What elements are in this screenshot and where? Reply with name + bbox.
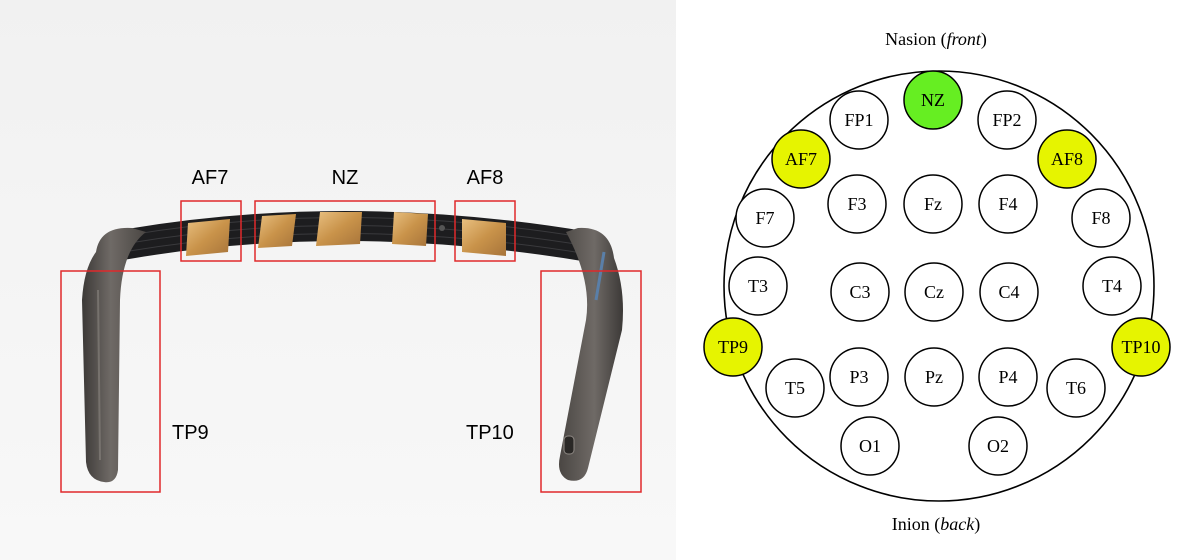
af8-region-box <box>454 200 516 262</box>
electrode-f3: F3 <box>827 174 887 234</box>
electrode-nz: NZ <box>903 70 963 130</box>
electrode-p3-circle <box>829 347 889 407</box>
electrode-f4: F4 <box>978 174 1038 234</box>
electrode-tp10-label: TP10 <box>1121 337 1160 357</box>
electrode-t6: T6 <box>1046 358 1106 418</box>
electrode-cz-label: Cz <box>924 282 944 302</box>
electrode-pz: Pz <box>904 347 964 407</box>
electrode-o2-circle <box>968 416 1028 476</box>
electrode-nz-circle <box>903 70 963 130</box>
electrode-af7: AF7 <box>771 129 831 189</box>
electrode-c4: C4 <box>979 262 1039 322</box>
electrode-f3-label: F3 <box>847 194 866 214</box>
electrode-pz-circle <box>904 347 964 407</box>
electrode-o2-label: O2 <box>987 436 1009 456</box>
electrode-p4-label: P4 <box>998 367 1017 387</box>
electrode-tp9-circle <box>703 317 763 377</box>
electrode-fp2-circle <box>977 90 1037 150</box>
electrode-o1-label: O1 <box>859 436 881 456</box>
electrode-c4-circle <box>979 262 1039 322</box>
electrode-p4-circle <box>978 347 1038 407</box>
electrode-tp10: TP10 <box>1111 317 1171 377</box>
electrode-o1: O1 <box>840 416 900 476</box>
electrode-f8: F8 <box>1071 188 1131 248</box>
af8-region-label: AF8 <box>467 167 504 189</box>
electrode-fp1: FP1 <box>829 90 889 150</box>
tp9-region-box <box>60 270 161 493</box>
electrode-fp1-label: FP1 <box>844 110 873 130</box>
usb-port-icon <box>563 435 575 455</box>
af7-region-label: AF7 <box>192 167 229 189</box>
electrode-o2: O2 <box>968 416 1028 476</box>
electrode-t6-label: T6 <box>1066 378 1086 398</box>
electrode-o1-circle <box>840 416 900 476</box>
electrode-fz-label: Fz <box>924 194 942 214</box>
electrode-f8-circle <box>1071 188 1131 248</box>
electrode-af8: AF8 <box>1037 129 1097 189</box>
band-sensor-dot <box>439 225 445 231</box>
electrode-c4-label: C4 <box>998 282 1019 302</box>
electrode-t3-label: T3 <box>748 276 768 296</box>
nz-electrode-pad <box>316 212 362 246</box>
af7-region-box <box>180 200 242 262</box>
electrode-af8-label: AF8 <box>1051 149 1083 169</box>
electrode-t4-label: T4 <box>1102 276 1122 296</box>
electrode-f4-circle <box>978 174 1038 234</box>
electrode-p4: P4 <box>978 347 1038 407</box>
af8-electrode-pad <box>462 219 506 256</box>
electrode-p3-label: P3 <box>849 367 868 387</box>
electrode-fz: Fz <box>903 174 963 234</box>
electrode-f8-label: F8 <box>1091 208 1110 228</box>
electrode-fp1-circle <box>829 90 889 150</box>
electrode-p3: P3 <box>829 347 889 407</box>
electrode-af7-circle <box>771 129 831 189</box>
tp10-region-box <box>540 270 642 493</box>
electrode-t4-circle <box>1082 256 1142 316</box>
nz-region-label: NZ <box>332 167 359 189</box>
inion-back-label: Inion (back) <box>892 514 980 535</box>
electrode-t3-circle <box>728 256 788 316</box>
electrode-f7-label: F7 <box>755 208 774 228</box>
electrode-tp9-label: TP9 <box>718 337 748 357</box>
right-arm-status-light <box>594 251 606 301</box>
electrode-t6-circle <box>1046 358 1106 418</box>
electrode-c3-label: C3 <box>849 282 870 302</box>
electrode-cz: Cz <box>904 262 964 322</box>
af7-electrode-pad <box>186 219 230 256</box>
nz-electrode-pad <box>392 212 428 246</box>
electrode-af8-circle <box>1037 129 1097 189</box>
electrode-f7: F7 <box>735 188 795 248</box>
nasion-front-label: Nasion (front) <box>885 29 987 50</box>
electrode-tp9: TP9 <box>703 317 763 377</box>
electrode-pz-label: Pz <box>925 367 943 387</box>
electrode-fp2: FP2 <box>977 90 1037 150</box>
electrode-c3-circle <box>830 262 890 322</box>
electrode-f4-label: F4 <box>998 194 1017 214</box>
electrode-f7-circle <box>735 188 795 248</box>
electrode-cz-circle <box>904 262 964 322</box>
right-ear-arm <box>559 227 623 481</box>
electrode-t5: T5 <box>765 358 825 418</box>
electrode-c3: C3 <box>830 262 890 322</box>
electrode-t5-circle <box>765 358 825 418</box>
electrode-t5-label: T5 <box>785 378 805 398</box>
electrode-t4: T4 <box>1082 256 1142 316</box>
electrode-f3-circle <box>827 174 887 234</box>
nz-electrode-pad <box>258 214 296 248</box>
left-arm-highlight <box>97 289 101 461</box>
electrode-fp2-label: FP2 <box>992 110 1021 130</box>
headband-photo: AF7 NZ AF8 TP9 TP10 <box>0 0 676 560</box>
electrode-fz-circle <box>903 174 963 234</box>
electrode-tp10-circle <box>1111 317 1171 377</box>
nz-region-box <box>254 200 436 262</box>
tp10-region-label: TP10 <box>466 422 514 444</box>
electrode-t3: T3 <box>728 256 788 316</box>
tp9-region-label: TP9 <box>172 422 209 444</box>
electrode-nz-label: NZ <box>921 90 945 110</box>
electrode-af7-label: AF7 <box>785 149 817 169</box>
